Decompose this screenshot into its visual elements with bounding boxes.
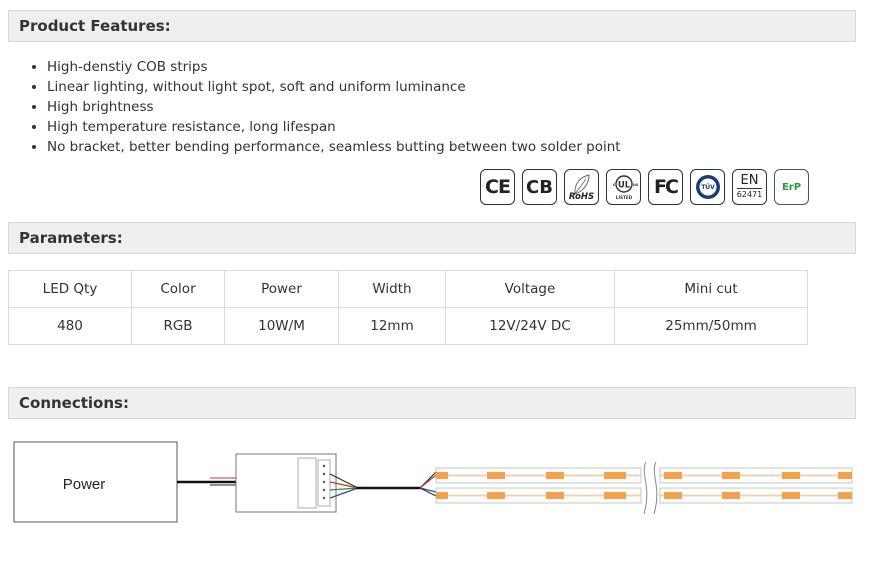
features-list: High-denstiy COB strips Linear lighting,… — [27, 57, 621, 157]
parameters-title: Parameters: — [19, 229, 123, 247]
list-item: No bracket, better bending performance, … — [47, 137, 621, 157]
table-header-cell: Color — [131, 270, 225, 308]
product-features-header: Product Features: — [8, 10, 856, 42]
svg-text:UL: UL — [617, 181, 630, 191]
en-62471-mark-icon: EN 62471 — [732, 169, 767, 205]
rohs-mark-icon: RoHS — [564, 169, 599, 205]
table-header-cell: Voltage — [445, 270, 615, 308]
tuv-mark-icon: TÜV — [690, 169, 725, 205]
table-header-cell: Width — [338, 270, 446, 308]
parameters-header: Parameters: — [8, 222, 856, 254]
table-cell: 12V/24V DC — [445, 307, 615, 345]
parameters-table: LED Qty Color Power Width Voltage Mini c… — [8, 270, 808, 345]
led-strip-top — [435, 467, 853, 484]
table-cell: 12mm — [338, 307, 446, 345]
table-cell: 10W/M — [224, 307, 339, 345]
table-cell: RGB — [131, 307, 225, 345]
table-row: 480 RGB 10W/M 12mm 12V/24V DC 25mm/50mm — [8, 307, 808, 345]
table-header-cell: LED Qty — [8, 270, 132, 308]
svg-text:us: us — [633, 182, 639, 187]
list-item: High brightness — [47, 97, 621, 117]
connections-header: Connections: — [8, 387, 856, 419]
svg-text:TÜV: TÜV — [701, 184, 715, 191]
ce-mark-icon: CE — [480, 169, 515, 205]
list-item: Linear lighting, without light spot, sof… — [47, 77, 621, 97]
connections-title: Connections: — [19, 394, 129, 412]
leaf-icon — [574, 174, 590, 195]
fc-mark-icon: FC — [648, 169, 683, 205]
ul-listed-mark-icon: UL c us LISTED — [606, 169, 641, 205]
connection-diagram: Power — [13, 441, 853, 523]
table-cell: 480 — [8, 307, 132, 345]
list-item: High-denstiy COB strips — [47, 57, 621, 77]
table-header-row: LED Qty Color Power Width Voltage Mini c… — [8, 270, 808, 308]
led-strip-bottom — [435, 487, 853, 504]
erp-mark-icon: ErP — [774, 169, 809, 205]
rgb-wires — [329, 473, 359, 499]
power-label: Power — [63, 476, 106, 493]
cb-mark-icon: CB — [522, 169, 557, 205]
product-features-title: Product Features: — [19, 17, 171, 35]
list-item: High temperature resistance, long lifesp… — [47, 117, 621, 137]
svg-text:LISTED: LISTED — [615, 195, 632, 200]
strip-break-marks — [643, 461, 658, 515]
controller-terminal — [297, 457, 317, 509]
certification-marks: CE CB RoHS UL c us LISTED FC TÜV EN 6247… — [480, 169, 809, 207]
table-header-cell: Mini cut — [614, 270, 808, 308]
table-cell: 25mm/50mm — [614, 307, 808, 345]
table-header-cell: Power — [224, 270, 339, 308]
svg-text:c: c — [613, 182, 616, 187]
